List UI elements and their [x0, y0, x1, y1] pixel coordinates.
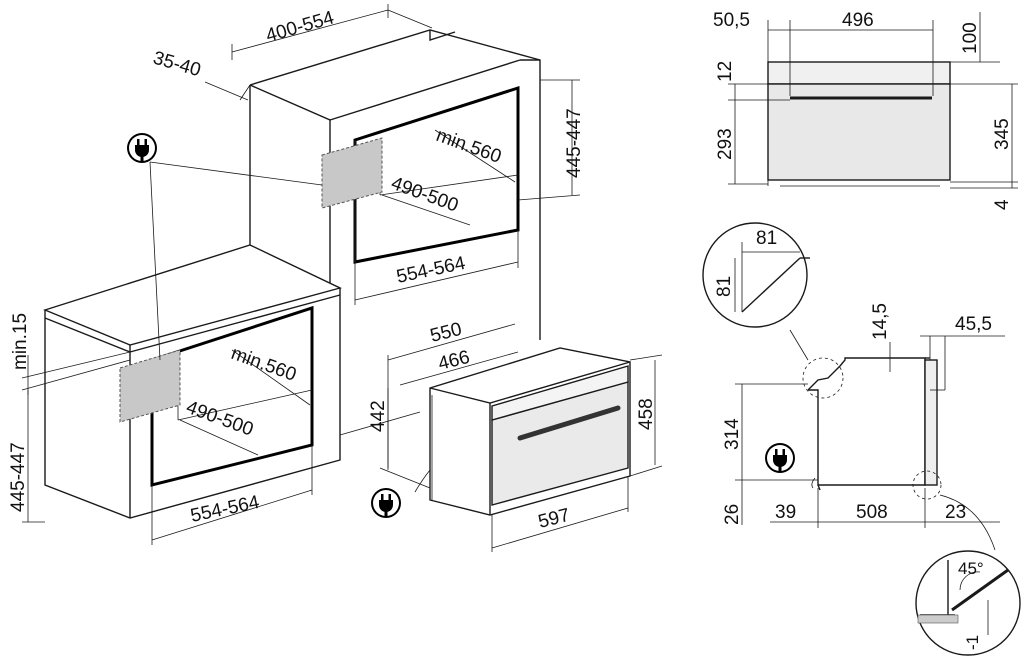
column-cabinet	[42, 29, 541, 353]
front-view-dimensions: 50,5 496 100 12 293 345 4	[713, 10, 1018, 210]
front-label: 23	[945, 502, 966, 523]
back-gap-label: 35-40	[151, 48, 204, 82]
plug-icon	[127, 133, 157, 163]
top-depth-label: 100	[960, 22, 981, 54]
gap-label: -1	[963, 635, 982, 650]
side-height-label: 314	[722, 418, 743, 450]
total-height-label: 345	[992, 118, 1013, 150]
chamfer-detail: 81 81	[702, 222, 810, 328]
top-step-label: 14,5	[870, 303, 891, 340]
bottom-label: 4	[992, 199, 1013, 210]
column-inner-depth-label: 490-500	[388, 173, 461, 217]
oven-front-height-label: 458	[636, 398, 657, 430]
angle-label: 45°	[958, 559, 984, 578]
offset-label: 50,5	[713, 10, 750, 31]
inner-height-label: 293	[715, 128, 736, 160]
counter-inner-depth-label: 490-500	[183, 397, 256, 441]
counter-niche-depth-label: min.560	[228, 343, 299, 386]
left-offset-label: 39	[775, 502, 796, 523]
oven-3d	[414, 347, 631, 516]
oven-depth-body-label: 466	[436, 347, 472, 375]
handle-label: 45,5	[955, 314, 992, 335]
width-496-label: 496	[842, 10, 874, 31]
chamfer-width-label: 81	[756, 228, 777, 249]
side-view	[789, 329, 996, 551]
foot-label: 26	[722, 504, 743, 525]
plug-icon	[371, 488, 401, 518]
counter-niche-width-label: 554-564	[189, 492, 262, 527]
chamfer-height-label: 81	[714, 276, 735, 297]
oven-depth-total-label: 550	[428, 319, 464, 347]
side-depth-label: 508	[856, 502, 888, 523]
panel-label: 12	[715, 61, 736, 82]
depth-range-label: 400-554	[264, 7, 337, 47]
side-view-dimensions: 14,5 45,5 314 26 39 508 23	[722, 303, 1005, 528]
oven-body-height-label: 442	[368, 400, 389, 432]
front-view	[767, 61, 951, 187]
column-niche-height-label: 445-447	[564, 108, 585, 178]
oven-front-width-label: 597	[536, 505, 572, 533]
angle-detail: 45° -1	[915, 550, 1021, 656]
column-niche-depth-label: min.560	[433, 125, 504, 168]
counter-niche-height-label: 445-447	[8, 442, 29, 512]
top-clearance-label: min.15	[10, 313, 31, 370]
plug-icon	[765, 443, 795, 473]
